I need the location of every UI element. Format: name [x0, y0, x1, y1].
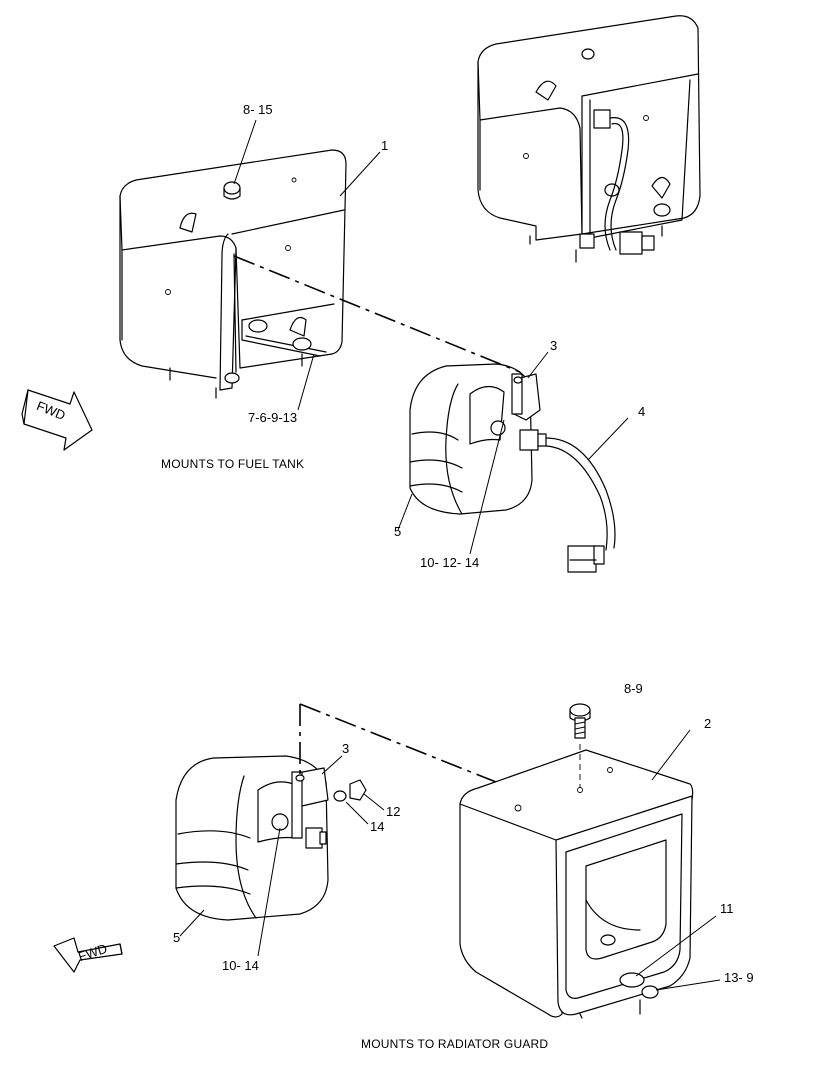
leader-lines — [179, 119, 721, 991]
callout-3-bottom: 3 — [342, 741, 350, 756]
assembly-line-top — [233, 255, 521, 373]
callout-13-9: 13- 9 — [724, 970, 754, 985]
light-unit-top — [409, 363, 616, 573]
callout-3-top: 3 — [550, 338, 558, 353]
callout-12: 12 — [386, 804, 401, 819]
caption-radiator-guard: MOUNTS TO RADIATOR GUARD — [361, 1037, 549, 1051]
callout-5-top: 5 — [394, 524, 402, 539]
callout-8-9: 8-9 — [624, 681, 643, 696]
fwd-arrow-bottom — [53, 937, 123, 973]
callout-14: 14 — [370, 819, 385, 834]
callout-11: 11 — [720, 901, 734, 916]
caption-fuel-tank: MOUNTS TO FUEL TANK — [161, 457, 305, 471]
assembly-line-bottom — [299, 703, 497, 783]
callout-4: 4 — [638, 404, 646, 419]
callout-8-15: 8- 15 — [243, 102, 273, 117]
callout-1: 1 — [381, 138, 389, 153]
callout-10-14: 10- 14 — [222, 958, 259, 973]
fuel-tank-bracket-assembled — [477, 15, 701, 263]
callout-2: 2 — [704, 716, 712, 731]
fwd-arrow-top — [21, 389, 93, 451]
fuel-tank-bracket — [119, 149, 347, 399]
radiator-guard-bracket — [459, 749, 694, 1019]
light-unit-bottom — [175, 755, 367, 921]
bolt-8-9 — [569, 703, 591, 788]
callout-7-6-9-13: 7-6-9-13 — [248, 410, 298, 425]
callout-10-12-14: 10- 12- 14 — [420, 555, 480, 570]
callout-5-bottom: 5 — [173, 930, 181, 945]
